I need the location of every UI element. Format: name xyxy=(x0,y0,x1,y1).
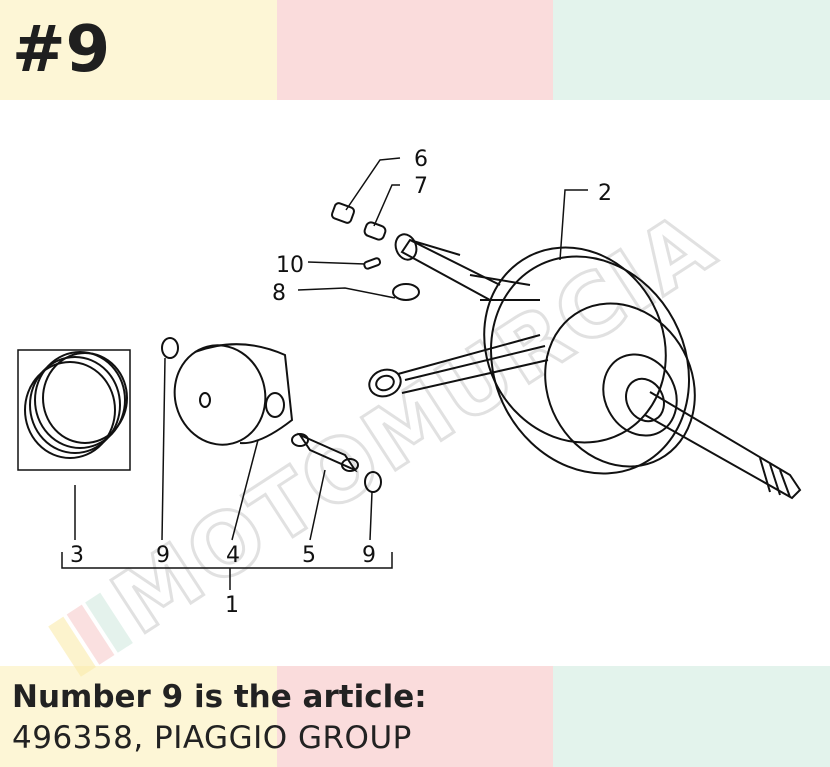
piston-pin xyxy=(291,432,359,473)
article-number: 496358, PIAGGIO GROUP xyxy=(12,720,412,756)
leader-lines xyxy=(61,157,588,590)
piston xyxy=(173,343,294,446)
header-band-pink xyxy=(277,0,553,100)
callout-10: 10 xyxy=(276,253,304,278)
callout-3: 3 xyxy=(70,543,84,568)
footer-band-pink xyxy=(277,666,553,767)
circlip-right xyxy=(364,471,382,493)
callout-5: 5 xyxy=(302,543,316,568)
callout-labels: 1 2 3 4 5 6 7 8 9 9 10 xyxy=(70,147,612,618)
callout-7: 7 xyxy=(414,174,428,199)
washer xyxy=(363,221,387,241)
callout-9-left: 9 xyxy=(156,543,170,568)
callout-9-right: 9 xyxy=(362,543,376,568)
piston-rings xyxy=(17,349,131,471)
header-band-yellow xyxy=(0,0,277,100)
crankshaft xyxy=(394,233,802,500)
callout-1: 1 xyxy=(225,593,239,618)
callout-8: 8 xyxy=(272,281,286,306)
callout-6: 6 xyxy=(414,147,428,172)
header-band-green xyxy=(553,0,830,100)
small-pin xyxy=(363,257,382,270)
item-number-title: #9 xyxy=(12,13,111,87)
footer-band-yellow xyxy=(0,666,277,767)
callout-2: 2 xyxy=(598,181,612,206)
watermark-logo: MOTOMURCIA xyxy=(48,191,733,677)
footer-band-green xyxy=(553,666,830,767)
circlip-left xyxy=(161,337,179,359)
nut xyxy=(330,202,356,224)
woodruff-key xyxy=(392,283,420,301)
article-caption: Number 9 is the article: xyxy=(12,679,427,715)
connecting-rod xyxy=(368,334,549,398)
callout-4: 4 xyxy=(226,543,240,568)
